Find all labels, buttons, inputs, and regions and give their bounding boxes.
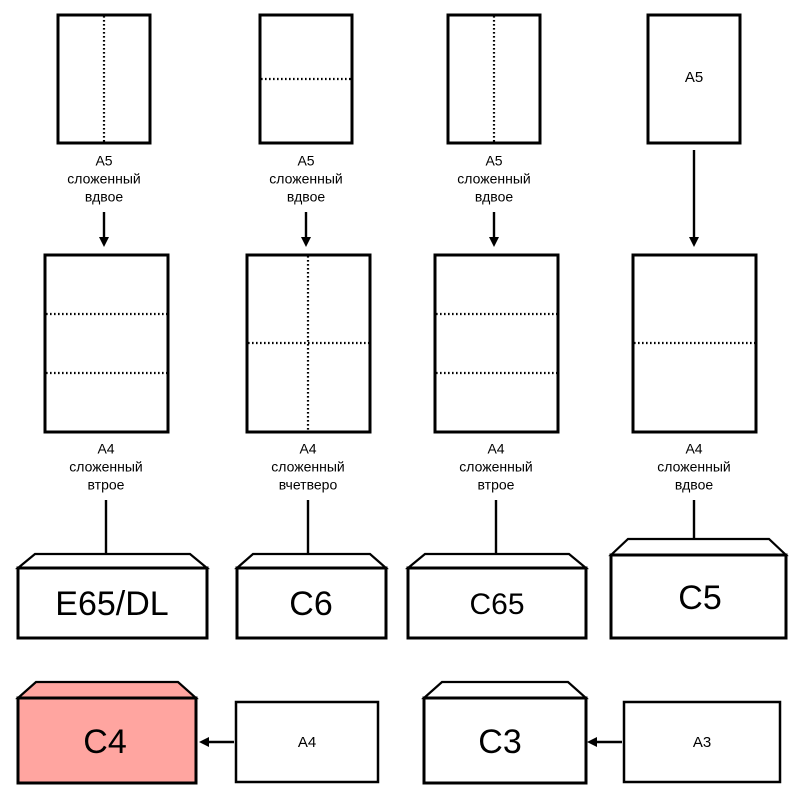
sheet-label-a4-bottom: A4 — [298, 734, 316, 751]
sheet-a4-col1 — [43, 253, 170, 434]
envelope-flap-e65 — [14, 552, 211, 570]
sheet-a5-col4 — [646, 13, 742, 145]
caption-col3-mid-line2: сложенный — [459, 459, 532, 475]
sheet-a5-col2 — [258, 13, 354, 145]
caption-col2-mid-line3: вчетверо — [279, 477, 338, 493]
envelope-flap-c6 — [234, 552, 389, 570]
envelope-body-c6 — [235, 566, 388, 640]
envelope-body-c3 — [422, 696, 588, 785]
envelope-flap-c65 — [404, 552, 590, 570]
caption-col1-line2: сложенный — [67, 171, 140, 187]
column-2-group: A5 сложенный вдвое A4 сложенный вчетверо… — [234, 13, 389, 640]
caption-col4-mid-line3: вдвое — [675, 477, 714, 493]
caption-col2-line1: A5 — [297, 153, 314, 169]
sheet-label-a5-col4: A5 — [685, 69, 703, 86]
sheet-label-a3-bottom: A3 — [693, 734, 711, 751]
envelope-label-c65: C65 — [469, 588, 524, 621]
caption-col1-line1: A5 — [95, 153, 112, 169]
caption-col1-mid-line1: A4 — [97, 441, 114, 457]
envelope-flap-c4 — [15, 680, 199, 700]
caption-col3-mid-line3: втрое — [478, 477, 515, 493]
envelope-flap-c5 — [608, 537, 789, 557]
envelope-body-c4 — [16, 696, 198, 785]
envelope-body-e65 — [16, 566, 209, 640]
caption-col1-mid-line2: сложенный — [69, 459, 142, 475]
envelope-body-c65 — [406, 566, 588, 640]
sheet-a4-bottom — [234, 700, 380, 784]
bottom-row-c4-group: C4 A4 — [15, 680, 380, 785]
caption-col4-mid-line1: A4 — [685, 441, 702, 457]
bottom-row-c3-group: C3 A3 — [421, 680, 782, 785]
envelope-flap-c3 — [421, 680, 589, 700]
caption-col3-line2: сложенный — [457, 171, 530, 187]
column-4-group: A5 A4 сложенный вдвое C5 — [608, 13, 789, 640]
caption-col2-line3: вдвое — [287, 189, 326, 205]
caption-col3-line3: вдвое — [475, 189, 514, 205]
caption-col3-line1: A5 — [485, 153, 502, 169]
caption-col2-mid-line1: A4 — [299, 441, 316, 457]
sheet-a3-bottom — [622, 700, 782, 784]
caption-col3-mid-line1: A4 — [487, 441, 504, 457]
envelope-label-c5: C5 — [678, 579, 721, 617]
caption-col1-mid-line3: втрое — [88, 477, 125, 493]
column-1-group: A5 сложенный вдвое A4 сложенный втрое E6… — [14, 13, 211, 640]
envelope-body-c5 — [609, 553, 788, 640]
caption-col1-line3: вдвое — [85, 189, 124, 205]
caption-col4-mid-line2: сложенный — [657, 459, 730, 475]
envelope-label-e65: E65/DL — [55, 585, 168, 623]
envelope-label-c6: C6 — [289, 585, 332, 623]
envelope-label-c4: C4 — [83, 723, 126, 761]
sheet-a5-col3 — [446, 13, 542, 145]
envelope-label-c3: C3 — [478, 723, 521, 761]
sheet-a5-col1 — [56, 13, 152, 145]
sheet-a4-col3 — [433, 253, 560, 434]
caption-col2-line2: сложенный — [269, 171, 342, 187]
caption-col2-mid-line2: сложенный — [271, 459, 344, 475]
column-3-group: A5 сложенный вдвое A4 сложенный втрое C6… — [404, 13, 590, 640]
